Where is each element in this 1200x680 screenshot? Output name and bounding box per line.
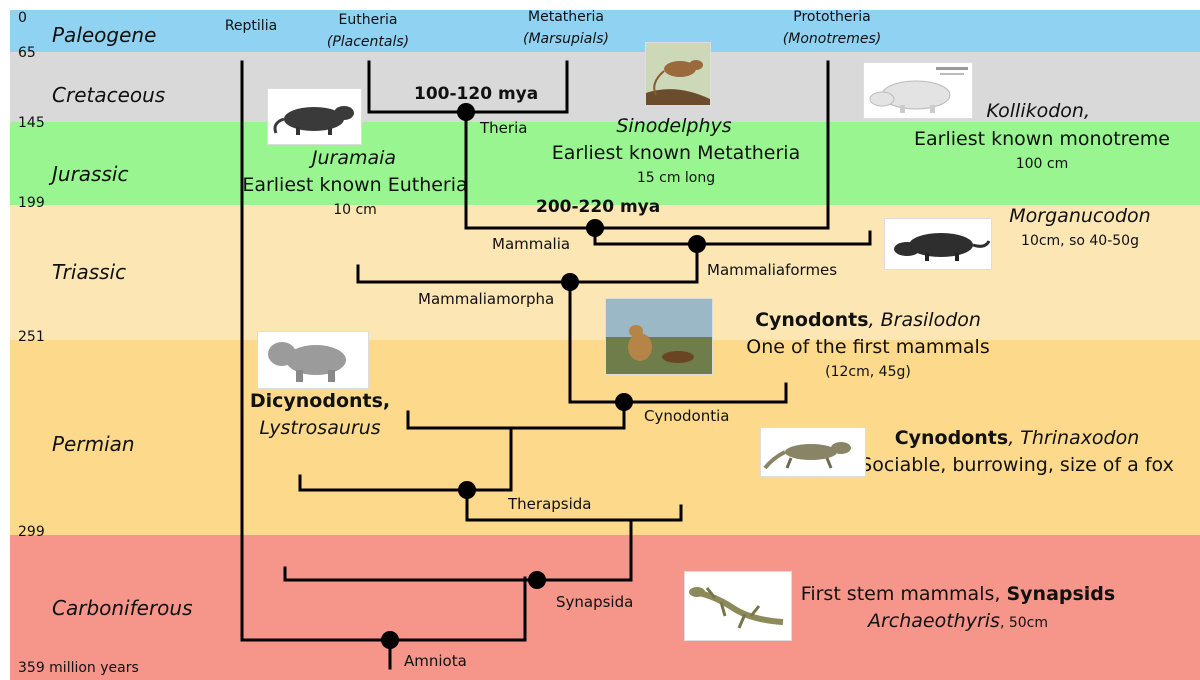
synapsida-label: Synapsida	[556, 593, 633, 611]
synapsids-title: First stem mammals, Synapsids	[801, 583, 1115, 605]
morganucodon-illustration-icon	[884, 218, 992, 270]
clade-metatheria-sub: (Marsupials)	[523, 31, 609, 47]
theria-node	[457, 103, 475, 121]
synapsida-node	[528, 571, 546, 589]
amniota-label: Amniota	[404, 652, 467, 670]
amniota-node	[381, 631, 399, 649]
lystrosaurus-name: Lystrosaurus	[259, 417, 380, 439]
brasilodon-genus: , Brasilodon	[869, 309, 981, 331]
synapsida-left	[285, 568, 537, 580]
dicynodonts-label: Dicynodonts,	[250, 390, 390, 412]
mammalia-label: Mammalia	[492, 235, 570, 253]
archaeothyris-illustration-icon	[684, 571, 792, 641]
brasilodon-bold: Cynodonts	[755, 309, 868, 331]
theria-date: 100-120 mya	[414, 84, 538, 104]
clade-eutheria-sub: (Placentals)	[327, 34, 409, 50]
synapsids-bold: Synapsids	[1006, 583, 1115, 605]
clade-prototheria-sub: (Monotremes)	[783, 31, 881, 47]
clade-metatheria: Metatheria	[528, 9, 604, 25]
brasilodon-title: Cynodonts, Brasilodon	[755, 309, 981, 331]
mammaliaformes-branch	[595, 228, 870, 244]
mammaliaformes-label: Mammaliaformes	[707, 261, 837, 279]
kollikodon-illustration-icon	[863, 62, 973, 119]
clade-eutheria: Eutheria	[339, 12, 398, 28]
mammalia-date: 200-220 mya	[536, 197, 660, 217]
thrinaxodon-title: Cynodonts, Thrinaxodon	[895, 427, 1140, 449]
archaeothyris-name: Archaeothyris	[868, 610, 1000, 632]
cynodontia-join	[408, 402, 624, 428]
theria-label: Theria	[480, 119, 527, 137]
therapsida-label: Therapsida	[508, 495, 591, 513]
lystrosaurus-illustration-icon	[257, 331, 369, 389]
archaeothyris-line: Archaeothyris, 50cm	[868, 610, 1048, 632]
morganucodon-name: Morganucodon	[1009, 205, 1150, 227]
mammaliaformes-node	[688, 235, 706, 253]
kollikodon-desc: Earliest known monotreme	[914, 128, 1170, 150]
kollikodon-size: 100 cm	[1016, 156, 1069, 172]
mammalia-node	[586, 219, 604, 237]
clade-reptilia: Reptilia	[225, 18, 277, 34]
juramaia-size: 10 cm	[333, 202, 377, 218]
clade-prototheria: Prototheria	[793, 9, 870, 25]
morganucodon-desc: 10cm, so 40-50g	[1021, 233, 1139, 249]
mammaliamorpha-label: Mammaliamorpha	[418, 290, 554, 308]
cynodontia-label: Cynodontia	[644, 407, 729, 425]
kollikodon-name: Kollikodon,	[986, 100, 1090, 122]
brasilodon-desc: One of the first mammals	[746, 336, 989, 358]
sinodelphys-size: 15 cm long	[637, 170, 715, 186]
thrinaxodon-genus: , Thrinaxodon	[1008, 427, 1139, 449]
archaeothyris-size: , 50cm	[1000, 615, 1048, 631]
thrinaxodon-bold: Cynodonts	[895, 427, 1008, 449]
sinodelphys-illustration-icon	[645, 42, 711, 106]
juramaia-illustration-icon	[267, 88, 362, 145]
cynodontia-node	[615, 393, 633, 411]
synapsids-pre: First stem mammals,	[801, 583, 1007, 605]
synapsida-right	[537, 523, 631, 580]
brasilodon-size: (12cm, 45g)	[825, 364, 911, 380]
mammaliamorpha-node	[561, 273, 579, 291]
sinodelphys-desc: Earliest known Metatheria	[552, 142, 800, 164]
thrinaxodon-desc: Sociable, burrowing, size of a fox	[860, 454, 1174, 476]
therapsida-node	[458, 481, 476, 499]
sinodelphys-name: Sinodelphys	[616, 115, 731, 137]
brasilodon-illustration-icon	[605, 298, 713, 375]
juramaia-name: Juramaia	[312, 147, 396, 169]
juramaia-desc: Earliest known Eutheria	[242, 174, 467, 196]
thrinaxodon-illustration-icon	[760, 427, 866, 477]
